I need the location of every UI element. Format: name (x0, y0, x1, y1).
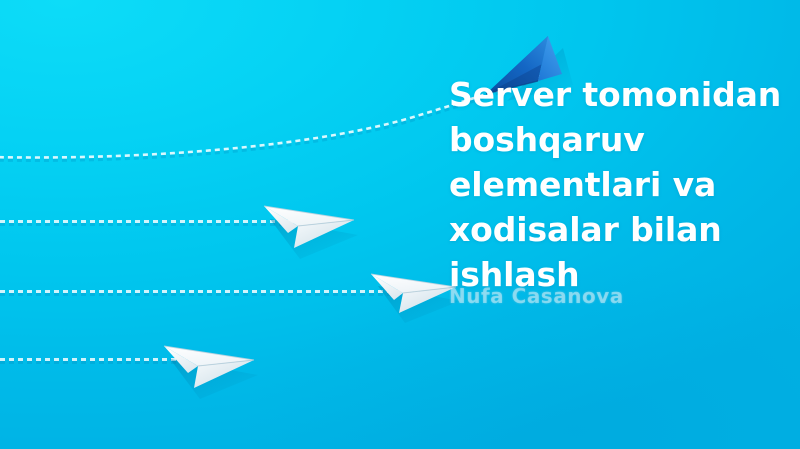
white-paper-plane-lower-icon (163, 345, 258, 399)
blue-paper-plane-icon (485, 36, 573, 101)
white-paper-plane-middle-icon (370, 273, 460, 323)
white-paper-plane-upper-icon (263, 205, 358, 259)
page-title: Server tomonidan boshqaruv elementlari v… (449, 75, 782, 294)
